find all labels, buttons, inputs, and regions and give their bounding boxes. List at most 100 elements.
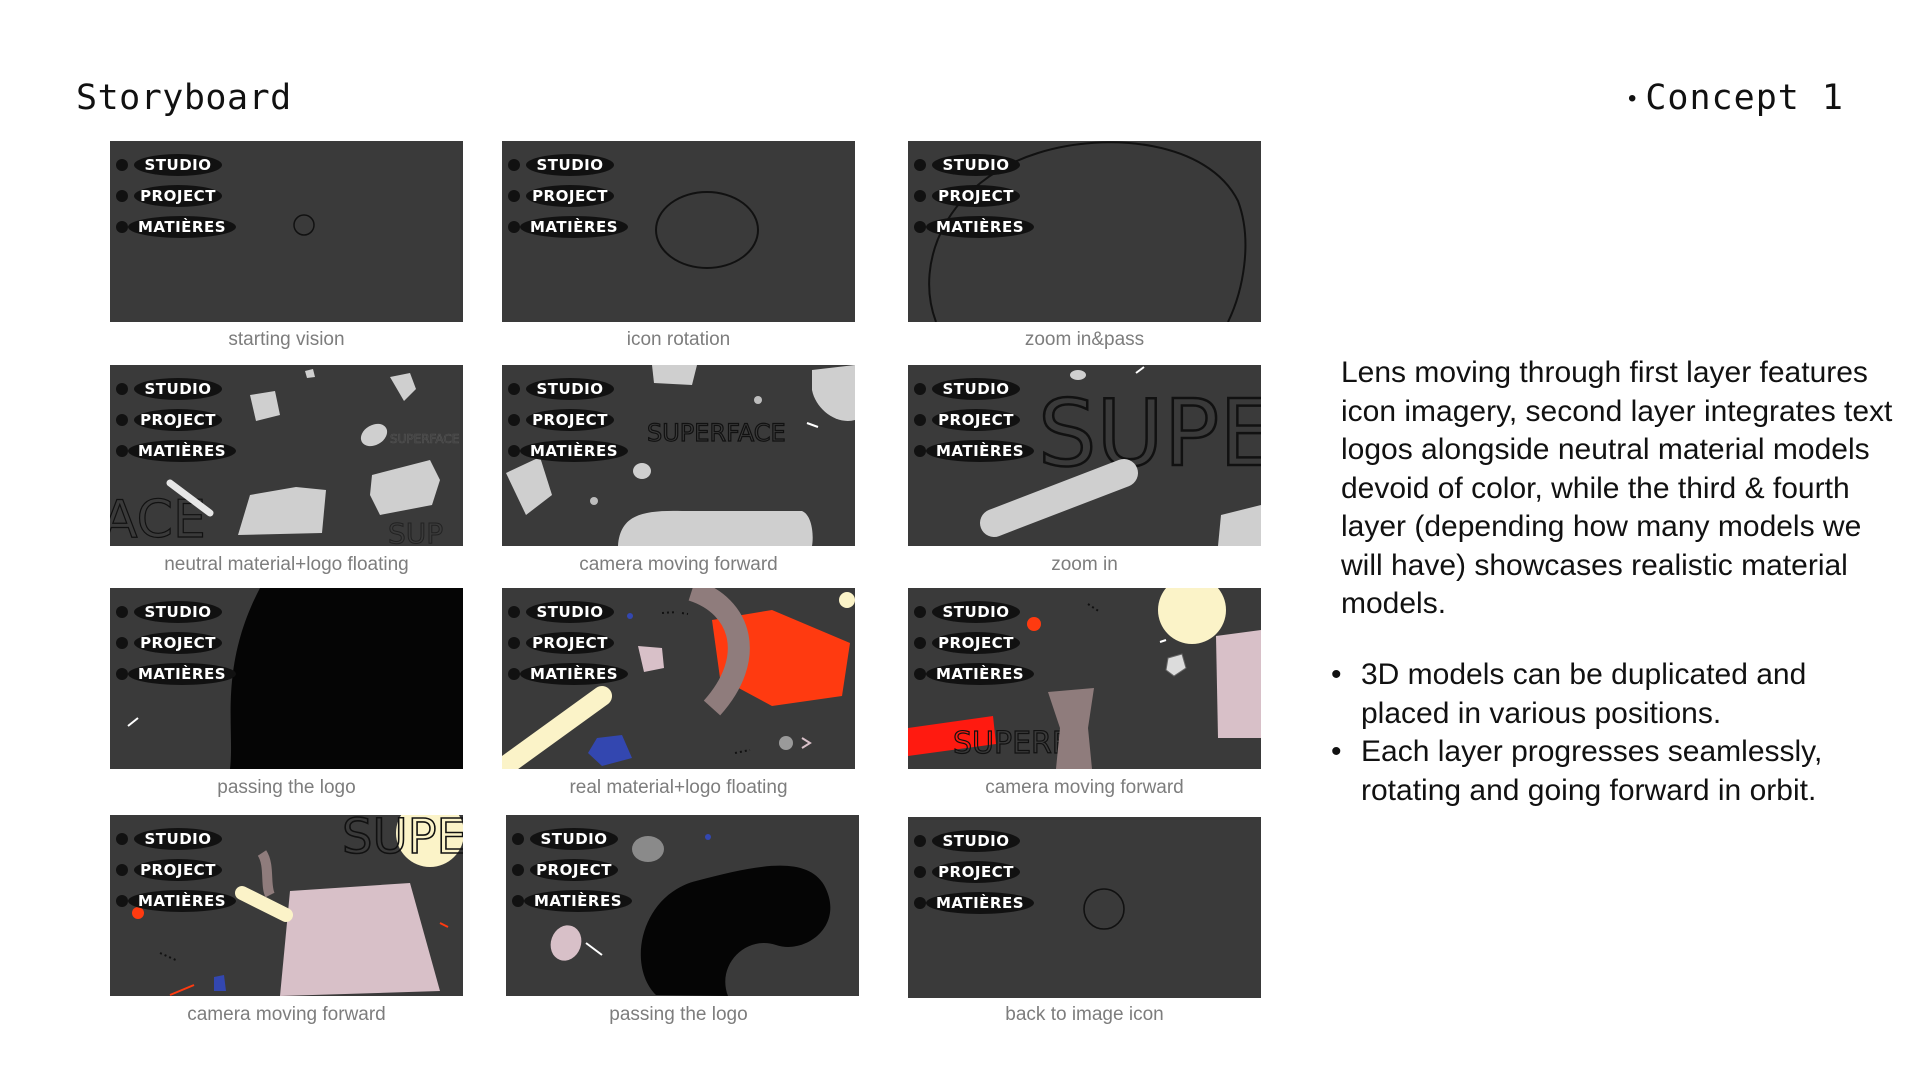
logo-studio: STUDIO <box>145 830 212 848</box>
bullet-text: Each layer progresses seamlessly, rotati… <box>1361 735 1823 807</box>
concept-text: Concept 1 <box>1645 78 1844 118</box>
cream-material-shape <box>235 886 293 922</box>
panel-sketch: SUPE STUDIO PROJECT MATIÈRES <box>116 815 463 996</box>
logo-stack: STUDIO PROJECT MATIÈRES <box>914 601 1034 685</box>
panel-sketch: SUPE STUDIO PROJECT MATIÈRES <box>914 366 1261 546</box>
neutral-shape <box>238 487 326 535</box>
logo-matieres: MATIÈRES <box>138 441 226 460</box>
logo-matieres: MATIÈRES <box>530 441 618 460</box>
sketch-stroke <box>806 422 819 428</box>
cream-material-shape <box>1158 588 1226 644</box>
logo-stack: STUDIO PROJECT MATIÈRES <box>116 378 236 462</box>
panel-sketch: SUPERF STUDIO PROJECT MATIÈRES <box>908 588 1261 769</box>
logo-project: PROJECT <box>140 411 216 429</box>
storyboard-panel-2: STUDIO PROJECT MATIÈRES <box>502 141 855 322</box>
neutral-shape <box>390 373 416 401</box>
red-material-shape <box>1027 617 1041 631</box>
concept-label: •Concept 1 <box>1628 78 1844 118</box>
logo-stack: STUDIO PROJECT MATIÈRES <box>116 601 236 685</box>
logo-project: PROJECT <box>140 634 216 652</box>
sketch-text-superface: SUPERFACE <box>390 432 459 446</box>
sketch-stroke <box>127 717 139 727</box>
logo-project: PROJECT <box>140 861 216 879</box>
logo-studio: STUDIO <box>541 830 608 848</box>
storyboard-panel-12: STUDIO PROJECT MATIÈRES <box>908 817 1261 998</box>
logo-studio: STUDIO <box>943 603 1010 621</box>
logo-studio: STUDIO <box>537 603 604 621</box>
bullet-text: 3D models can be duplicated and placed i… <box>1361 658 1807 730</box>
blue-material-shape <box>627 613 633 619</box>
neutral-shape <box>1218 505 1261 546</box>
image-icon-circle <box>655 191 759 269</box>
panel-sketch: STUDIO PROJECT MATIÈRES <box>116 154 315 238</box>
logo-studio: STUDIO <box>943 156 1010 174</box>
logo-stack: STUDIO PROJECT MATIÈRES <box>116 154 236 238</box>
logo-stack: STUDIO PROJECT MATIÈRES <box>914 154 1034 238</box>
panel-caption: camera moving forward <box>985 777 1184 798</box>
neutral-shape <box>250 391 280 421</box>
sketch-text-supe: SUPE <box>1038 380 1261 487</box>
logo-project: PROJECT <box>532 411 608 429</box>
cream-material-shape <box>502 686 612 769</box>
blue-material-shape <box>705 834 711 840</box>
neutral-shape <box>812 365 855 421</box>
storyboard-panel-3: STUDIO PROJECT MATIÈRES <box>908 141 1261 322</box>
logo-stack: STUDIO PROJECT MATIÈRES <box>512 828 632 912</box>
storyboard-panel-1: STUDIO PROJECT MATIÈRES <box>110 141 463 322</box>
logo-project: PROJECT <box>532 634 608 652</box>
logo-matieres: MATIÈRES <box>534 891 622 910</box>
taupe-arc-shape <box>688 588 750 716</box>
panel-caption: neutral material+logo floating <box>164 554 409 575</box>
logo-project: PROJECT <box>938 411 1014 429</box>
panel-sketch: STUDIO PROJECT MATIÈRES <box>116 588 463 769</box>
logo-matieres: MATIÈRES <box>138 664 226 683</box>
logo-studio: STUDIO <box>145 603 212 621</box>
logo-matieres: MATIÈRES <box>138 217 226 236</box>
panel-sketch: STUDIO PROJECT MATIÈRES <box>914 141 1247 322</box>
blue-material-shape <box>588 735 632 766</box>
sketch-stroke <box>1087 603 1101 613</box>
cream-material-shape <box>839 592 855 608</box>
logo-project: PROJECT <box>938 863 1014 881</box>
panel-sketch: STUDIO PROJECT MATIÈRES <box>914 830 1125 930</box>
neutral-shape <box>779 736 793 750</box>
panel-caption: camera moving forward <box>579 554 778 575</box>
panel-caption: zoom in <box>1051 554 1118 575</box>
panel-caption: zoom in&pass <box>1024 329 1145 350</box>
taupe-material-shape <box>257 850 275 898</box>
logo-studio: STUDIO <box>943 832 1010 850</box>
logo-studio: STUDIO <box>537 156 604 174</box>
sketch-text-sup: SUP <box>388 517 443 546</box>
panel-sketch: ACE SUP SUPERFACE STUDIO PROJECT MATIÈRE… <box>110 369 460 546</box>
panel-caption: camera moving forward <box>187 1004 386 1025</box>
logo-matieres: MATIÈRES <box>530 664 618 683</box>
logo-stack: STUDIO PROJECT MATIÈRES <box>508 154 628 238</box>
neutral-shape <box>305 369 315 378</box>
storyboard-panel-10: SUPE STUDIO PROJECT MATIÈRES <box>110 815 463 996</box>
bullet-dot: • <box>1331 658 1342 691</box>
logo-stack: STUDIO PROJECT MATIÈRES <box>508 601 628 685</box>
logo-matieres: MATIÈRES <box>530 217 618 236</box>
page-title: Storyboard <box>76 78 292 118</box>
storyboard-panel-5: SUPERFACE STUDIO PROJECT MATIÈRES <box>502 365 855 546</box>
taupe-material-shape <box>1048 688 1094 769</box>
storyboard-panel-9: SUPERF STUDIO PROJECT MATIÈRES <box>908 588 1261 769</box>
logo-studio: STUDIO <box>943 380 1010 398</box>
neutral-shape <box>980 459 1138 537</box>
neutral-shape <box>652 365 697 385</box>
sketch-stroke <box>1135 366 1145 374</box>
logo-studio: STUDIO <box>537 380 604 398</box>
neutral-shape <box>618 510 813 546</box>
storyboard-panel-8: STUDIO PROJECT MATIÈRES <box>502 588 855 769</box>
sketch-stroke <box>734 749 751 754</box>
sketch-stroke <box>159 952 179 962</box>
storyboard-panel-6: SUPE STUDIO PROJECT MATIÈRES <box>908 365 1261 546</box>
panel-caption: starting vision <box>228 329 345 350</box>
blue-material-shape <box>214 975 226 991</box>
logo-project: PROJECT <box>532 187 608 205</box>
sketch-stroke <box>169 984 195 996</box>
image-icon-circle <box>293 214 315 236</box>
neutral-shape <box>590 497 598 505</box>
bullet-item: • 3D models can be duplicated and placed … <box>1331 656 1891 733</box>
logo-project: PROJECT <box>938 634 1014 652</box>
